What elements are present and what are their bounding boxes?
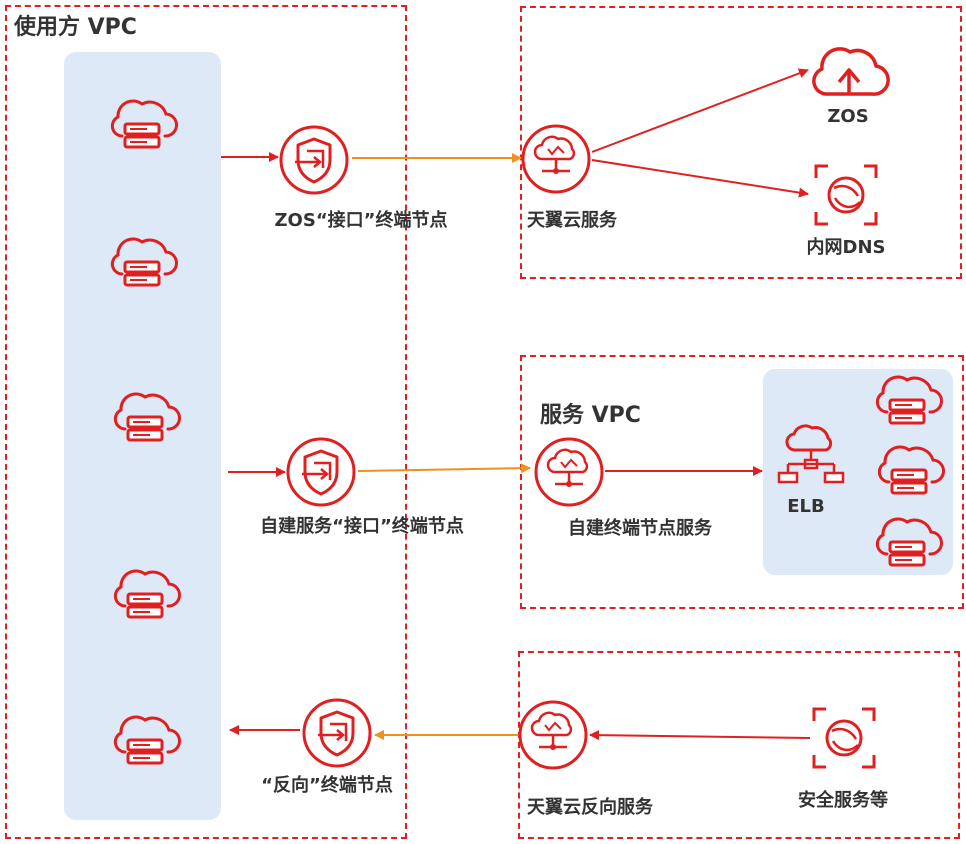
internal-dns-label: 内网DNS bbox=[806, 237, 886, 258]
cloud-server-icon bbox=[113, 715, 181, 765]
ctyun-reverse-service-label: 天翼云反向服务 bbox=[527, 797, 653, 818]
reverse-endpoint-label: “反向”终端节点 bbox=[261, 775, 393, 796]
zos-endpoint-label: ZOS“接口”终端节点 bbox=[274, 210, 448, 231]
reverse-service-boundary bbox=[518, 651, 960, 839]
ctyun-service-boundary bbox=[520, 6, 962, 279]
service-vpc-title: 服务 VPC bbox=[540, 403, 641, 428]
dns-icon bbox=[812, 707, 876, 769]
cloud-server-icon bbox=[110, 99, 178, 149]
zos-label: ZOS bbox=[827, 106, 869, 127]
security-services-label: 安全服务等 bbox=[798, 790, 888, 811]
arrow-ctyun-to-zos bbox=[591, 68, 809, 153]
arrow-ctyun-to-dns bbox=[591, 159, 809, 198]
cloud-server-icon bbox=[113, 569, 181, 619]
cloud-service-icon bbox=[521, 124, 591, 194]
cloud-server-icon bbox=[110, 237, 178, 287]
cloud-service-icon bbox=[518, 700, 588, 770]
cloud-server-icon bbox=[877, 445, 945, 495]
arrow-self-endpoint-to-service bbox=[357, 463, 531, 474]
dns-icon bbox=[814, 164, 878, 226]
shield-endpoint-icon bbox=[302, 698, 372, 768]
elb-label: ELB bbox=[787, 496, 825, 517]
shield-endpoint-icon bbox=[286, 437, 356, 507]
service-vpc-boundary bbox=[520, 355, 964, 609]
cloud-server-icon bbox=[875, 375, 943, 425]
consumer-vpc-title: 使用方 VPC bbox=[14, 15, 137, 40]
arrow-security-to-reverse bbox=[589, 730, 811, 741]
ctyun-service-label: 天翼云服务 bbox=[527, 210, 617, 231]
cloud-server-icon bbox=[113, 392, 181, 442]
shield-endpoint-icon bbox=[279, 125, 349, 195]
cloud-service-icon bbox=[534, 437, 604, 507]
consumer-vpc-boundary bbox=[5, 5, 407, 839]
elb-icon bbox=[777, 424, 845, 484]
self-built-endpoint-service-label: 自建终端节点服务 bbox=[568, 518, 712, 539]
cloud-upload-icon bbox=[812, 47, 890, 96]
self-built-endpoint-label: 自建服务“接口”终端节点 bbox=[260, 516, 464, 537]
cloud-server-icon bbox=[875, 517, 943, 567]
